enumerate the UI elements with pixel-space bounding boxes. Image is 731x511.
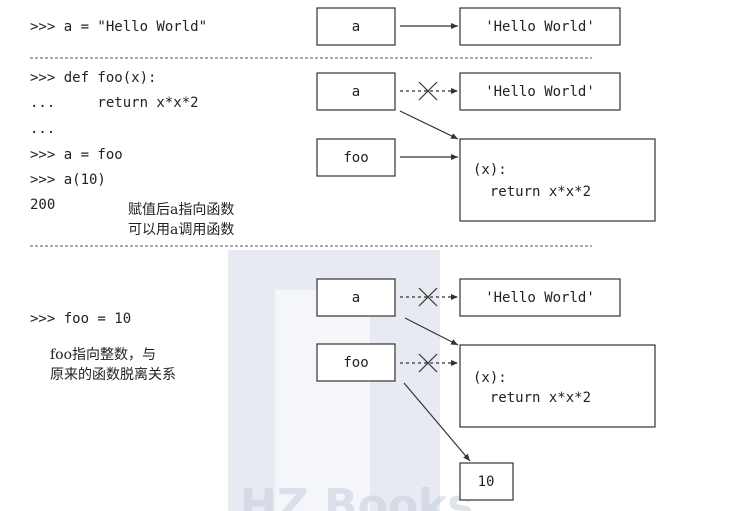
reference-arrow — [399, 110, 459, 140]
function-line: return x*x*2 — [473, 390, 591, 406]
section-2: >>> def foo(x): ... return x*x*2 ... >>>… — [30, 70, 656, 238]
variable-label-foo: foo — [343, 355, 368, 371]
annotation-note: 赋值后a指向函数 — [128, 202, 234, 218]
variable-box-a — [316, 7, 396, 46]
code-line: >>> a = foo — [30, 147, 123, 163]
variable-box-foo — [316, 343, 396, 382]
cross-mark-icon — [418, 81, 438, 101]
code-line: >>> def foo(x): — [30, 70, 156, 86]
variable-label-a: a — [352, 290, 360, 306]
function-line: return x*x*2 — [473, 184, 591, 200]
watermark-text: HZ Books — [240, 480, 474, 511]
variable-label-a: a — [352, 19, 360, 35]
variable-box-a — [316, 278, 396, 317]
variable-box-foo — [316, 138, 396, 177]
cross-mark-icon — [418, 353, 438, 373]
string-object-box — [459, 72, 621, 111]
integer-object-label: 10 — [478, 474, 495, 490]
annotation-note: foo指向整数，与 — [50, 347, 156, 363]
function-line: (x): — [473, 162, 507, 178]
section-3: >>> foo = 10 foo指向整数，与 原来的函数脱离关系 a 'Hell… — [30, 278, 656, 501]
string-object-label: 'Hello World' — [485, 290, 595, 306]
code-line: ... — [30, 121, 55, 137]
string-object-label: 'Hello World' — [485, 19, 595, 35]
string-object-label: 'Hello World' — [485, 84, 595, 100]
code-line: >>> a(10) — [30, 172, 106, 188]
code-line: >>> foo = 10 — [30, 311, 131, 327]
annotation-note: 可以用a调用函数 — [128, 222, 234, 238]
reference-arrow — [403, 382, 471, 462]
code-line: ... return x*x*2 — [30, 95, 199, 111]
variable-box-a — [316, 72, 396, 111]
function-line: (x): — [473, 370, 507, 386]
integer-object-box — [459, 462, 514, 501]
string-object-box — [459, 7, 621, 46]
annotation-note: 原来的函数脱离关系 — [50, 366, 176, 383]
function-object-box — [459, 344, 656, 428]
variable-label-a: a — [352, 84, 360, 100]
code-line: 200 — [30, 197, 55, 213]
code-line: >>> a = "Hello World" — [30, 19, 207, 35]
section-1: >>> a = "Hello World" a 'Hello World' — [30, 7, 621, 46]
reference-arrow — [404, 317, 459, 346]
string-object-box — [459, 278, 621, 317]
variable-label-foo: foo — [343, 150, 368, 166]
function-object-box — [459, 138, 656, 222]
cross-mark-icon — [418, 287, 438, 307]
